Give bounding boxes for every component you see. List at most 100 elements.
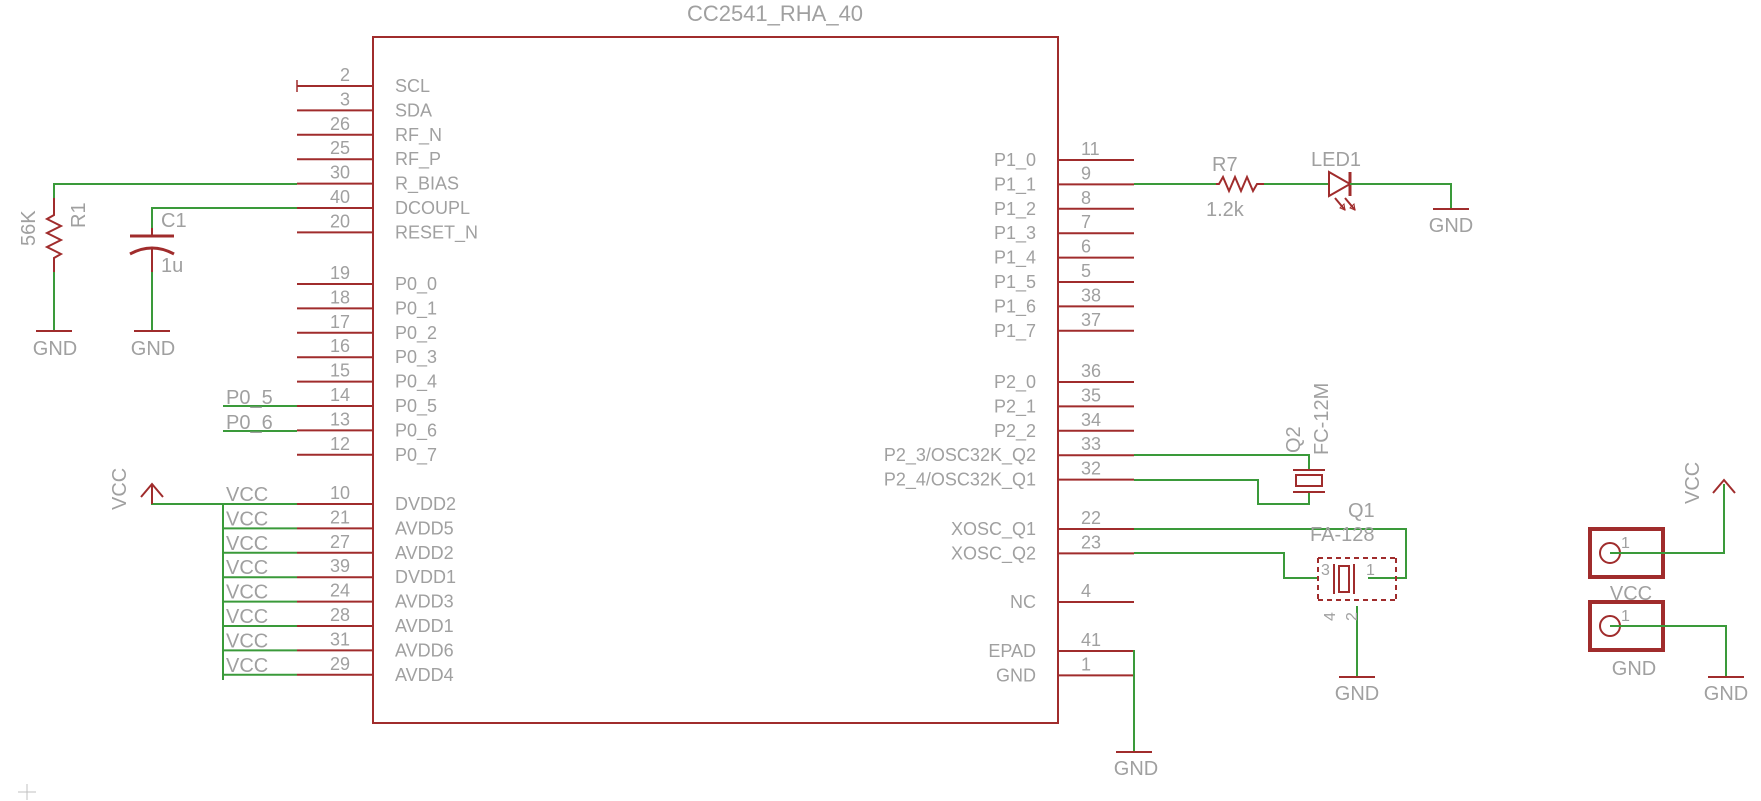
pin-4[interactable]: 4NC	[1010, 581, 1134, 612]
chip-name: CC2541_RHA_40	[687, 1, 863, 26]
pin-name: P1_6	[994, 296, 1036, 317]
pin-name: P0_4	[395, 372, 437, 393]
pin-name: P0_6	[395, 420, 437, 441]
pin-30[interactable]: 30R_BIAS	[297, 163, 459, 195]
c1-capacitor[interactable]: C1 1u	[129, 207, 297, 330]
vcc-label: VCC	[1682, 462, 1704, 504]
pin-7[interactable]: 7P1_3	[994, 212, 1134, 244]
pin-number: 3	[340, 89, 350, 109]
pin-name: P1_3	[994, 223, 1036, 244]
vcc-arrow	[1712, 478, 1736, 494]
q2-crystal[interactable]: Q2 FC-12M	[1134, 383, 1333, 505]
pin-number: 5	[1081, 261, 1091, 281]
dcoupl-wire	[151, 207, 297, 228]
pin-name: AVDD6	[395, 640, 454, 660]
pin-number: 30	[330, 163, 350, 183]
gnd-label: GND	[1429, 215, 1473, 237]
pin-number: 31	[330, 629, 350, 649]
pin-name: P0_1	[395, 298, 437, 319]
pin-number: 20	[330, 211, 350, 231]
chip-body[interactable]	[372, 36, 1059, 724]
q1-pin-3: 3	[1321, 562, 1330, 579]
pin-number: 23	[1081, 532, 1101, 552]
connector-gnd-symbol: GND	[1704, 676, 1748, 705]
pin-name: P0_3	[395, 347, 437, 368]
pin-name: AVDD4	[395, 665, 454, 685]
osc32k-q1-wire	[1134, 479, 1310, 505]
pin-name: P2_4/OSC32K_Q1	[884, 470, 1036, 491]
xosc-q2-wire	[1134, 552, 1318, 579]
pin-6[interactable]: 6P1_4	[994, 237, 1134, 269]
r-bias-wire	[53, 183, 297, 198]
vcc-rail-label: VCC	[226, 484, 268, 506]
r1-name: R1	[68, 202, 90, 228]
pin-name: P2_0	[994, 372, 1036, 393]
origin-marker	[18, 784, 36, 800]
osc32k-q2-wire	[1134, 454, 1310, 470]
vcc-connector-label: VCC	[1610, 583, 1652, 605]
xosc-q1-wire	[1134, 528, 1407, 579]
p0-net-labels: P0_5 P0_6	[223, 387, 297, 434]
led1-diode[interactable]: LED1	[1311, 149, 1452, 211]
pin-name: RF_N	[395, 125, 442, 146]
pin-9[interactable]: 9P1_1	[994, 163, 1134, 195]
pin-number: 26	[330, 114, 350, 134]
vcc-connector[interactable]: 1 VCC	[1588, 484, 1725, 605]
pin-5[interactable]: 5P1_5	[994, 261, 1134, 293]
pin-number: 40	[330, 187, 350, 207]
led1-ray-1	[1334, 197, 1346, 211]
r1-resistor[interactable]: 56K R1	[18, 183, 297, 330]
pin-number: 1	[1081, 654, 1091, 674]
pin-number: 32	[1081, 459, 1101, 479]
q1-crystal[interactable]: Q1 FA-128 3 1 4 2	[1134, 500, 1407, 676]
vcc-rail-label: VCC	[226, 655, 268, 677]
gnd-connector[interactable]: 1 GND	[1588, 600, 1727, 680]
pin-name: P0_7	[395, 445, 437, 466]
r7-resistor[interactable]: R7 1.2k	[1134, 154, 1329, 221]
chip-gnd-symbol: GND	[1114, 751, 1158, 780]
vcc-connector-wire	[1610, 484, 1725, 554]
pin-name: XOSC_Q2	[951, 543, 1036, 564]
gnd-connector-label: GND	[1612, 658, 1656, 680]
pin-8[interactable]: 8P1_2	[994, 188, 1134, 220]
pin-name: DVDD2	[395, 494, 456, 514]
pin-number: 18	[330, 287, 350, 307]
q1-value: FA-128	[1310, 524, 1374, 546]
